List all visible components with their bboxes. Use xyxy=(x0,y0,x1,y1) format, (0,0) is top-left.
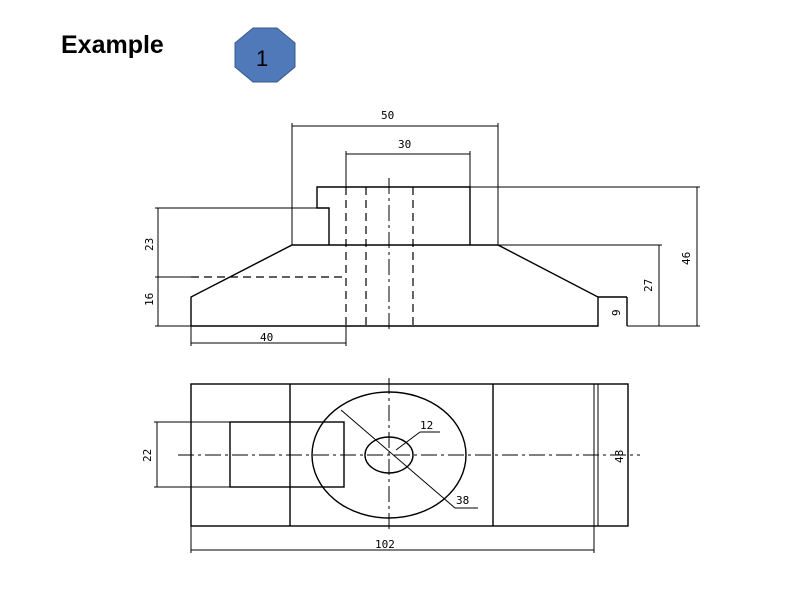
top-view-leaders xyxy=(340,409,478,509)
dim-46: 46 xyxy=(680,252,693,265)
front-view-hidden-lines xyxy=(191,187,414,326)
dim-12: 12 xyxy=(420,419,433,432)
dim-9: 9 xyxy=(610,309,623,316)
badge-number: 1 xyxy=(256,46,268,71)
top-view-dimension-lines xyxy=(154,384,599,553)
dim-27: 27 xyxy=(642,279,655,292)
dim-102: 102 xyxy=(375,538,395,551)
dim-50: 50 xyxy=(381,109,394,122)
step-number-badge: 1 xyxy=(233,27,297,83)
front-view-dimension-lines xyxy=(155,123,700,346)
slide-title: Example xyxy=(61,31,164,59)
dim-40: 40 xyxy=(260,331,273,344)
dim-48: 48 xyxy=(613,450,626,463)
badge-octagon xyxy=(234,27,296,83)
dim-16: 16 xyxy=(143,293,156,306)
dim-38: 38 xyxy=(456,494,469,507)
top-view-centerlines xyxy=(178,378,640,532)
dim-22: 22 xyxy=(141,449,154,462)
dim-30: 30 xyxy=(398,138,411,151)
dim-23: 23 xyxy=(143,238,156,251)
